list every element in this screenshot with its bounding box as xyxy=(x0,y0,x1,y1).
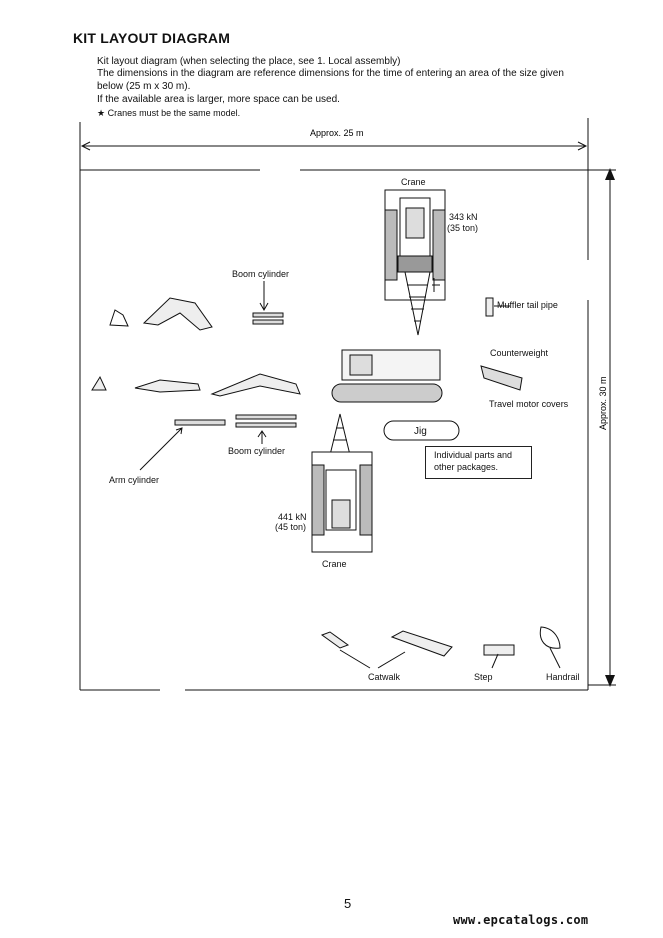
page-number: 5 xyxy=(344,896,352,911)
label-boom-cylinder-top: Boom cylinder xyxy=(232,269,290,279)
height-arrow-top xyxy=(605,168,615,180)
counterweight-drawing xyxy=(480,365,523,391)
packages-box xyxy=(425,446,532,479)
width-dimension-label: Approx. 25 m xyxy=(310,128,364,138)
attachment-row-drawing xyxy=(91,373,301,397)
label-handrail: Handrail xyxy=(546,672,580,682)
label-catwalk: Catwalk xyxy=(368,672,401,682)
intro-line-3: below (25 m x 30 m). xyxy=(97,81,191,92)
label-crane-top-capacity-kn: 343 kN xyxy=(449,212,478,222)
label-travel-motor-covers: Travel motor covers xyxy=(489,399,569,409)
label-crane-top-capacity-ton: (35 ton) xyxy=(447,223,479,233)
cylinders-bottom-drawing xyxy=(139,414,297,471)
height-arrow-bottom xyxy=(605,675,615,687)
label-arm-cylinder: Arm cylinder xyxy=(109,475,160,485)
crane-top-drawing xyxy=(384,189,446,336)
label-counterweight: Counterweight xyxy=(490,348,549,358)
crane-model-note: ★ Cranes must be the same model. xyxy=(97,108,241,118)
width-arrow-left xyxy=(80,141,91,151)
intro-line-4: If the available area is larger, more sp… xyxy=(97,94,340,105)
jig-outline xyxy=(383,420,460,441)
label-crane-bottom-capacity-kn: 441 kN xyxy=(278,512,307,522)
label-jig: Jig xyxy=(414,426,427,437)
intro-line-1: Kit layout diagram (when selecting the p… xyxy=(97,56,401,67)
intro-line-2: The dimensions in the diagram are refere… xyxy=(97,68,564,79)
boom-top-drawing xyxy=(109,297,213,331)
label-packages-line-2: other packages. xyxy=(434,462,499,472)
label-packages-line-1: Individual parts and xyxy=(434,450,513,460)
crane-bottom-drawing xyxy=(311,413,373,553)
label-boom-cylinder-bottom: Boom cylinder xyxy=(228,446,286,456)
page-title: KIT LAYOUT DIAGRAM xyxy=(73,30,231,46)
website-watermark: www.epcatalogs.com xyxy=(453,913,589,927)
label-crane-bottom: Crane xyxy=(322,559,347,569)
label-crane-top: Crane xyxy=(401,177,426,187)
label-muffler-tail-pipe: Muffler tail pipe xyxy=(497,300,558,310)
width-arrow-right xyxy=(577,141,588,151)
label-step: Step xyxy=(474,672,493,682)
catwalk-step-handrail-drawing xyxy=(320,626,561,669)
height-dimension-label: Approx. 30 m xyxy=(598,376,608,430)
base-machine-drawing xyxy=(331,349,443,403)
boom-cylinder-top-drawing xyxy=(252,281,284,325)
muffler-drawing xyxy=(485,297,510,317)
label-crane-bottom-capacity-ton: (45 ton) xyxy=(275,522,307,532)
